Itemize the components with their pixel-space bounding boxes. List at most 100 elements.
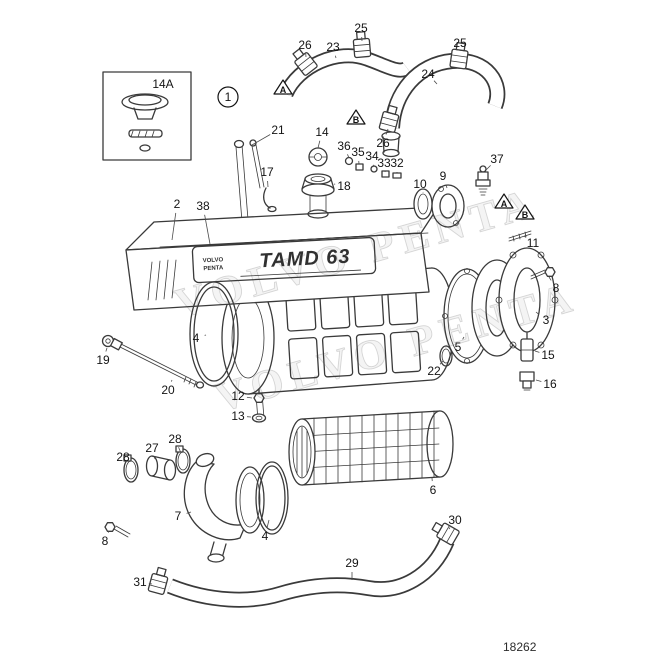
callout-leader-8 [107, 530, 110, 533]
callout-16: 16 [543, 377, 557, 391]
anode-15-drawing [520, 332, 534, 362]
connector-pipe-drawing [381, 131, 401, 158]
stud-11-drawing [508, 230, 532, 242]
callout-5: 5 [455, 340, 462, 354]
warning-label-B: B [353, 115, 360, 125]
callout-circle-1 [217, 86, 239, 108]
callout-leader-5 [462, 336, 465, 340]
callout-leader-4 [266, 519, 270, 528]
callout-21: 21 [271, 123, 285, 137]
callout-34: 34 [365, 149, 379, 163]
callout-36: 36 [337, 139, 351, 153]
callout-26: 26 [376, 136, 390, 150]
bolt-8b-drawing [104, 522, 131, 538]
warning-label-B: B [522, 210, 529, 220]
callout-38: 38 [196, 199, 210, 213]
callout-24: 24 [421, 67, 435, 81]
callout-leader-21 [251, 134, 271, 146]
callout-leader-3 [535, 311, 540, 315]
callout-leader-16 [535, 379, 542, 382]
ring-clamp-28a-drawing [123, 454, 139, 483]
callout-29: 29 [345, 556, 359, 570]
hose-23-drawing [279, 48, 412, 98]
warning-triangle-B [515, 204, 535, 220]
callout-leader-37 [485, 165, 491, 171]
callout-leader-38 [204, 214, 211, 245]
callout-12: 12 [231, 389, 245, 403]
callout-8: 8 [102, 534, 109, 548]
callout-leader-14 [317, 140, 321, 149]
cap-inset-box [102, 71, 192, 161]
callout-4: 4 [193, 331, 200, 345]
end-housing-7-drawing [183, 452, 265, 563]
o-ring-4b-drawing [255, 461, 289, 535]
filler-neck-drawing [301, 173, 335, 212]
callout-leader-9 [445, 184, 448, 189]
callout-30: 30 [448, 513, 462, 527]
callout-leader-20 [170, 379, 173, 382]
hose-clamp-26b [378, 104, 400, 133]
callout-1: 1 [225, 90, 232, 104]
callout-27: 27 [145, 441, 159, 455]
callout-leader-27 [153, 456, 156, 460]
hose-clamp-25a [352, 31, 372, 59]
stud-20-drawing [109, 337, 205, 389]
callout-10: 10 [413, 177, 427, 191]
callout-3: 3 [543, 313, 550, 327]
hose-clamp-25b [449, 41, 469, 70]
callout-28: 28 [168, 432, 182, 446]
warning-label-A: A [501, 199, 508, 209]
callout-leader-12 [246, 396, 253, 399]
callout-19: 19 [96, 353, 110, 367]
callout-8: 8 [553, 281, 560, 295]
decal-brand-line2: PENTA [203, 265, 224, 272]
callout-22: 22 [427, 364, 441, 378]
housing-9-drawing [431, 184, 465, 228]
filler-cap-drawing [308, 147, 328, 167]
callout-31: 31 [133, 575, 147, 589]
cover-decal: VOLVO PENTA TAMD 63 [191, 236, 377, 284]
callout-leader-36 [347, 154, 350, 159]
callout-leader-28 [178, 447, 182, 454]
callout-14A: 14A [152, 77, 173, 91]
callout-15: 15 [541, 348, 555, 362]
callout-25: 25 [354, 21, 368, 35]
callout-leader-11 [523, 235, 527, 238]
callout-leader-24 [433, 80, 438, 85]
hose-clamp-30 [431, 521, 460, 546]
callout-13: 13 [231, 409, 245, 423]
callout-17: 17 [260, 165, 274, 179]
callout-leader-8 [548, 276, 552, 281]
top-cover-drawing: VOLVO PENTA TAMD 63 [125, 206, 439, 311]
plug-16-drawing [519, 371, 535, 391]
callout-leader-2 [171, 212, 177, 241]
ring-clamp-28b-drawing [175, 445, 191, 474]
sensor-37-drawing [475, 165, 491, 196]
callout-37: 37 [490, 152, 504, 166]
hose-stub-27-drawing [145, 455, 177, 481]
warning-triangle-A [494, 193, 514, 209]
callout-leader-23 [334, 55, 337, 59]
warning-triangle-B [346, 109, 366, 125]
callout-20: 20 [161, 383, 175, 397]
callout-leader-7 [186, 511, 192, 514]
callout-leader-19 [105, 347, 108, 352]
callout-9: 9 [440, 169, 447, 183]
drawing-number: 18262 [503, 640, 537, 654]
callout-23: 23 [326, 40, 340, 54]
callout-35: 35 [351, 145, 365, 159]
anode-rod-drawing [249, 139, 265, 189]
warning-triangle-A [273, 79, 293, 95]
callout-33: 33 [377, 156, 391, 170]
callout-6: 6 [430, 483, 437, 497]
drain-plug-12-drawing [253, 388, 265, 403]
warning-label-A: A [280, 85, 287, 95]
washer-13-drawing [251, 413, 267, 423]
hose-29-drawing [167, 537, 455, 608]
callout-leader-22 [439, 360, 444, 365]
bolt-8a-drawing [530, 267, 556, 280]
callout-leader-26 [385, 128, 389, 135]
callout-leader-15 [534, 350, 540, 353]
